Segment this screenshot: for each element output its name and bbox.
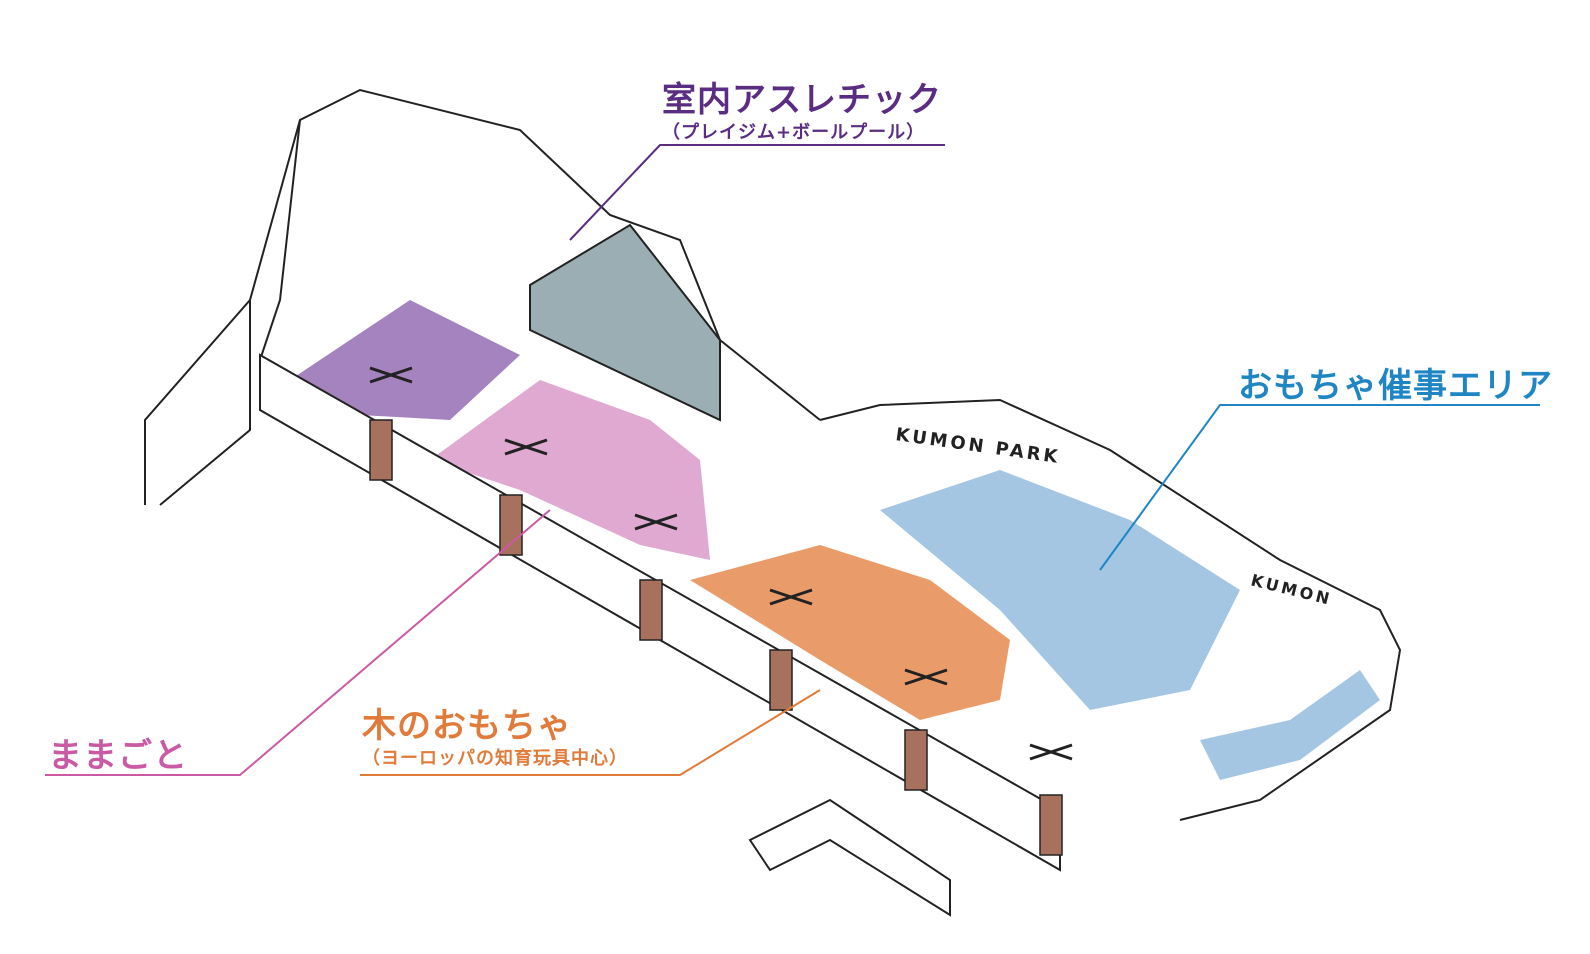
lamps xyxy=(369,366,1073,761)
label-wood-title: 木のおもちゃ xyxy=(362,706,572,746)
zone-event-right xyxy=(1200,670,1380,780)
sign-kumon: KUMON xyxy=(1249,570,1334,609)
leader-mamagoto xyxy=(45,509,551,776)
leader-athletic xyxy=(569,144,945,241)
leader-lines xyxy=(45,144,1540,776)
label-event-title: おもちゃ催事エリア xyxy=(1238,366,1553,406)
sign-park: KUMON PARK xyxy=(894,424,1061,468)
label-athletic-title: 室内アスレチック xyxy=(662,80,942,120)
label-wood-sub: （ヨーロッパの知育玩具中心） xyxy=(362,748,628,769)
zone-athletic xyxy=(290,300,520,420)
center-block xyxy=(529,223,721,422)
leader-event xyxy=(1099,404,1540,571)
zone-mamagoto xyxy=(430,380,710,560)
entrance-bench xyxy=(748,798,951,917)
zone-event xyxy=(880,470,1240,710)
leader-wood xyxy=(360,689,821,776)
front-wall xyxy=(259,353,1063,872)
label-athletic-sub: （プレイジム+ボールプール） xyxy=(662,122,926,143)
label-mamagoto-title: ままごと xyxy=(48,736,188,776)
